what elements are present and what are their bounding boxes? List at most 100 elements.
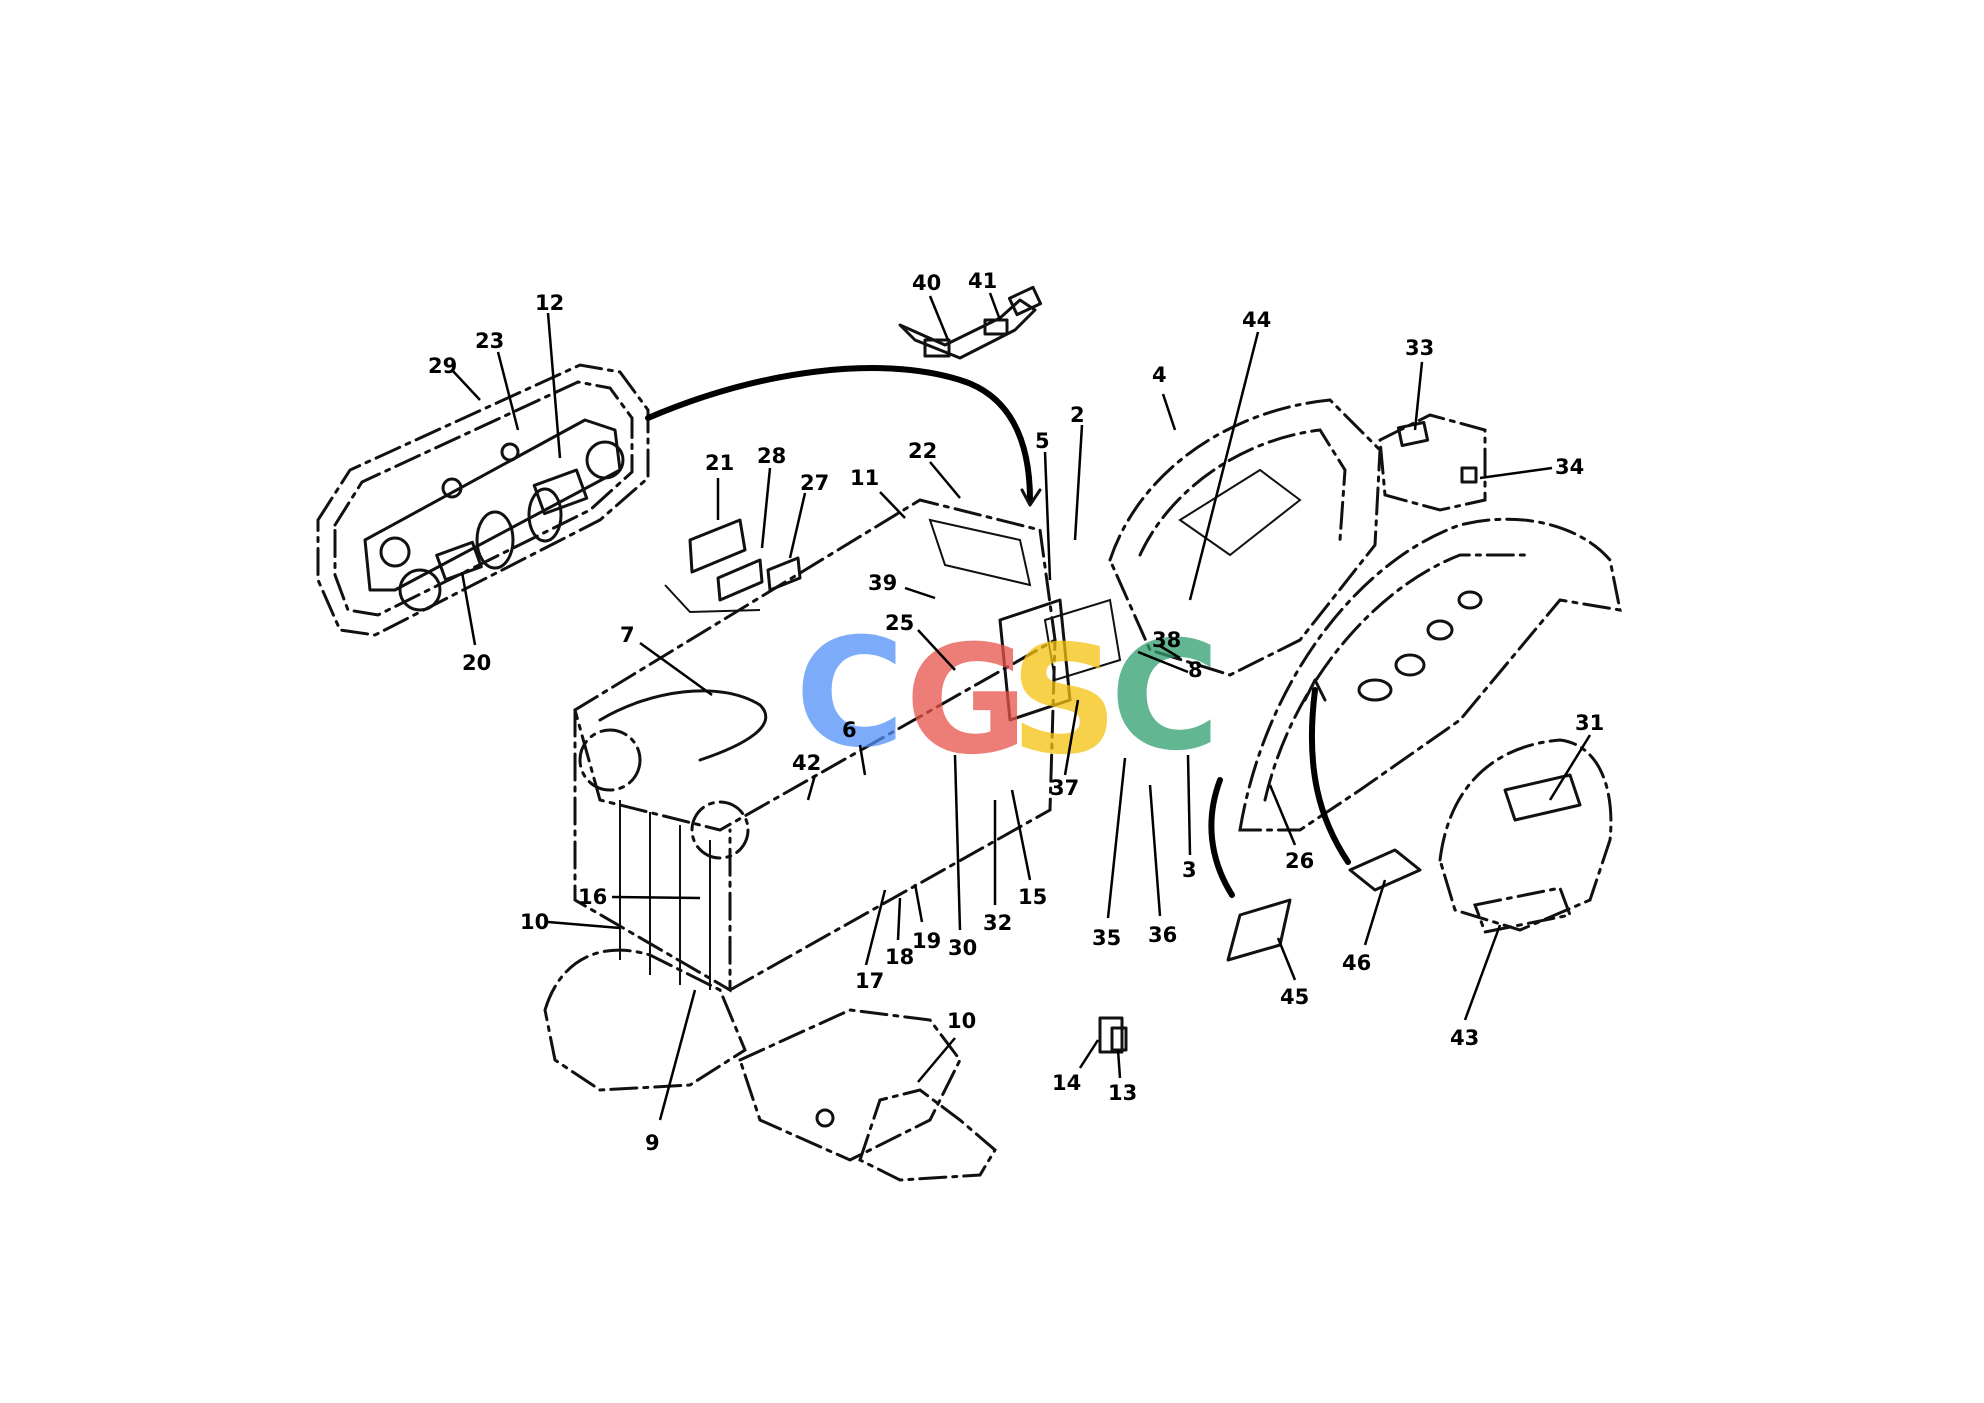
small-clip — [1098, 1016, 1128, 1054]
callout-label: 33 — [1405, 336, 1434, 360]
callout: 34 — [1479, 455, 1584, 480]
callout: 9 — [645, 989, 697, 1155]
callout-label: 3 — [1182, 858, 1197, 882]
callout: 7 — [620, 623, 713, 697]
callout: 19 — [912, 883, 941, 953]
callout: 2 — [1070, 403, 1085, 541]
callout: 31 — [1548, 711, 1604, 801]
callout: 39 — [868, 571, 936, 600]
callout: 38 — [1152, 628, 1181, 660]
callout-label: 26 — [1285, 849, 1314, 873]
callout: 30 — [948, 754, 977, 960]
callout: 6 — [842, 718, 867, 776]
callout-label: 13 — [1108, 1081, 1137, 1105]
callout: 16 — [578, 885, 701, 909]
callout: 18 — [885, 897, 914, 969]
callout: 3 — [1182, 754, 1197, 882]
callout-label: 10 — [520, 910, 549, 934]
callout: 46 — [1342, 879, 1387, 975]
callout: 44 — [1188, 308, 1271, 601]
callout: 10 — [917, 1009, 976, 1083]
watermark-letter-3: S — [1010, 614, 1118, 788]
callout-label: 41 — [968, 269, 997, 293]
wiring-harness — [645, 365, 1033, 503]
callout-label: 25 — [885, 611, 914, 635]
callout-label: 43 — [1450, 1026, 1479, 1050]
callout-label: 7 — [620, 623, 635, 647]
callout: 15 — [1010, 789, 1047, 909]
callout-label: 42 — [792, 751, 821, 775]
callout: 5 — [1035, 429, 1052, 581]
callout: 20 — [460, 571, 491, 675]
tractor-body — [573, 498, 1122, 993]
decal-46 — [1348, 848, 1422, 892]
callout-label: 2 — [1070, 403, 1085, 427]
callout: 25 — [885, 611, 956, 671]
callout: 42 — [792, 751, 821, 801]
callout: 22 — [908, 439, 961, 499]
callout-label: 10 — [947, 1009, 976, 1033]
callout: 41 — [968, 269, 1002, 321]
axle-base — [543, 948, 997, 1182]
watermark-letter-1: C — [795, 607, 905, 781]
callout: 14 — [1052, 1039, 1100, 1095]
callout-label: 21 — [705, 451, 734, 475]
harness-arrow — [1020, 488, 1042, 507]
callout: 4 — [1152, 363, 1177, 431]
callout-label: 44 — [1242, 308, 1271, 332]
decal-45 — [1226, 898, 1292, 962]
callouts: 2 3 4 5 6 7 8 9 10 10 11 12 13 14 15 16 … — [428, 269, 1604, 1155]
callout-label: 12 — [535, 291, 564, 315]
callout-label: 35 — [1092, 926, 1121, 950]
callout: 29 — [428, 354, 481, 401]
callout-label: 46 — [1342, 951, 1371, 975]
callout-label: 36 — [1148, 923, 1177, 947]
callout-label: 15 — [1018, 885, 1047, 909]
callout-label: 28 — [757, 444, 786, 468]
watermark-letter-4: C — [1110, 610, 1220, 784]
callout-label: 6 — [842, 718, 857, 742]
callout: 21 — [705, 451, 734, 520]
callout-label: 18 — [885, 945, 914, 969]
callout: 23 — [475, 329, 520, 431]
callout-label: 40 — [912, 271, 941, 295]
callout: 43 — [1450, 924, 1502, 1050]
callout-label: 37 — [1050, 776, 1079, 800]
callout-label: 45 — [1280, 985, 1309, 1009]
arrow-45 — [1208, 777, 1235, 898]
callout-label: 19 — [912, 929, 941, 953]
callout-label: 14 — [1052, 1071, 1081, 1095]
callout: 37 — [1050, 699, 1079, 800]
callout-label: 38 — [1152, 628, 1181, 652]
callout: 11 — [850, 466, 906, 519]
callout-label: 20 — [462, 651, 491, 675]
callout: 28 — [757, 444, 786, 549]
arrow-46 — [1308, 687, 1351, 865]
corner-box — [1378, 413, 1487, 512]
decal-sheets — [664, 518, 802, 614]
callout-label: 31 — [1575, 711, 1604, 735]
callout-label: 39 — [868, 571, 897, 595]
callout-label: 16 — [578, 885, 607, 909]
watermark-letter-2: G — [905, 614, 1028, 788]
callout: 17 — [855, 889, 887, 993]
bracket-assembly — [898, 285, 1043, 360]
callout-label: 34 — [1555, 455, 1584, 479]
callout: 36 — [1148, 784, 1177, 947]
callout-label: 32 — [983, 911, 1012, 935]
callout: 33 — [1405, 336, 1434, 431]
right-fender — [1238, 517, 1622, 832]
callout-label: 5 — [1035, 429, 1050, 453]
callout-label: 11 — [850, 466, 879, 490]
callout: 35 — [1092, 757, 1127, 950]
callout: 40 — [912, 271, 950, 341]
callout-label: 17 — [855, 969, 884, 993]
callout: 27 — [788, 471, 829, 559]
callout: 32 — [983, 800, 1012, 935]
callout: 45 — [1276, 937, 1309, 1009]
callout-label: 30 — [948, 936, 977, 960]
callout-label: 4 — [1152, 363, 1167, 387]
callout-label: 8 — [1188, 658, 1203, 682]
callout: 10 — [520, 910, 621, 934]
callout: 8 — [1137, 650, 1203, 682]
